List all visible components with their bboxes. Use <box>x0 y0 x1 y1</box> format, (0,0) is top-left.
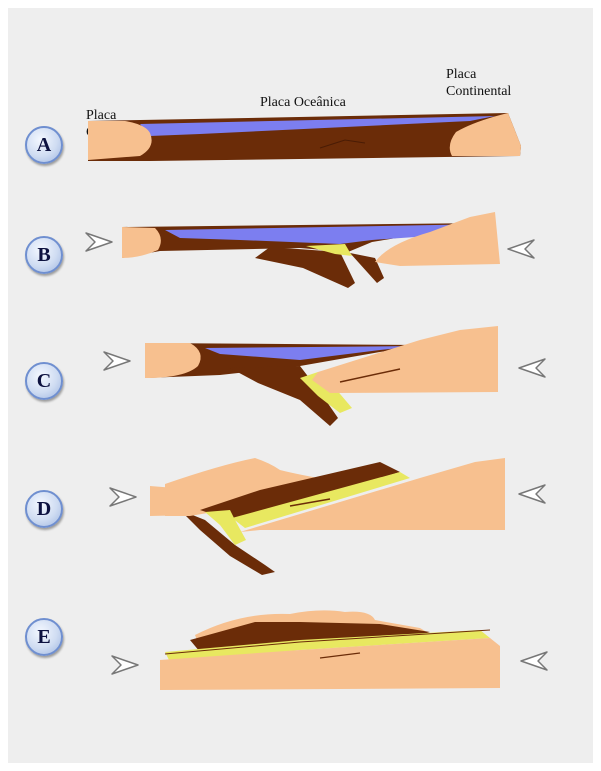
open-arrow-icon <box>519 485 545 503</box>
open-arrow-icon <box>508 240 534 258</box>
stage-b-cross-section <box>122 212 500 288</box>
stage-a-cross-section <box>88 113 521 161</box>
stage-badge-d: D <box>25 490 63 528</box>
stage-c-cross-section <box>145 326 498 426</box>
open-arrow-icon <box>104 352 130 370</box>
stage-badge-e: E <box>25 618 63 656</box>
open-arrow-icon <box>519 359 545 377</box>
stage-badge-b: B <box>25 236 63 274</box>
stage-d-cross-section <box>150 458 505 575</box>
open-arrow-icon <box>110 488 136 506</box>
open-arrow-icon <box>521 652 547 670</box>
open-arrow-icon <box>112 656 138 674</box>
open-arrow-icon <box>86 233 112 251</box>
stage-badge-a: A <box>25 126 63 164</box>
stage-e-cross-section <box>160 610 500 690</box>
stage-badge-c: C <box>25 362 63 400</box>
